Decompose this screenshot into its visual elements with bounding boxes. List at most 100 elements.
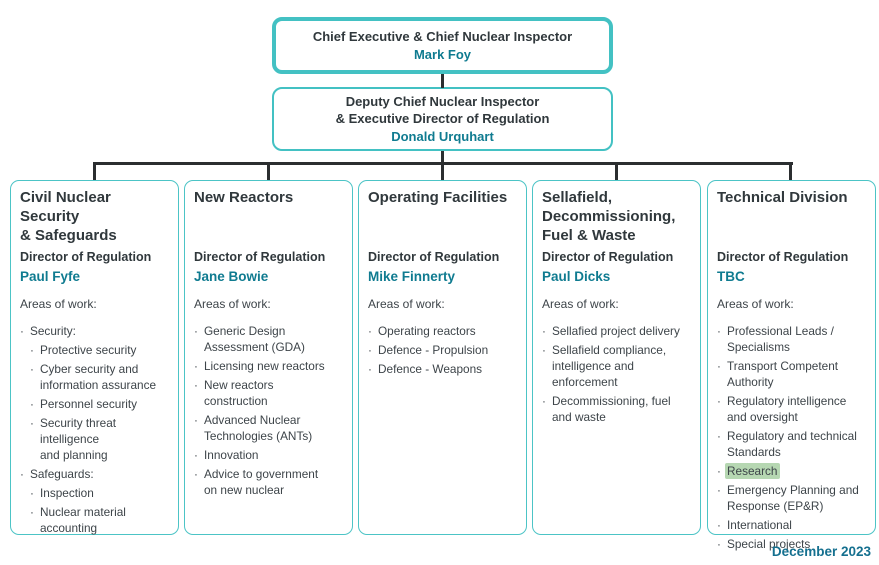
- connector-drop-3: [441, 163, 444, 181]
- bullet-icon: ·: [30, 505, 34, 520]
- areas-list: · Generic Design Assessment (GDA) · Licensi…: [194, 323, 344, 498]
- connector-drop-1: [93, 163, 96, 181]
- bullet-icon: ·: [194, 323, 198, 338]
- area-item: · Security threat intelligence and planni…: [30, 415, 170, 463]
- bullet-icon: ·: [717, 393, 721, 408]
- area-item-text: Security threat intelligence and plannin…: [40, 415, 117, 463]
- deputy-box: Deputy Chief Nuclear Inspector & Executi…: [272, 87, 613, 151]
- area-item: · Personnel security: [30, 396, 170, 412]
- area-item: ·Protective security: [30, 342, 170, 358]
- area-item: ·Sellafied project delivery: [542, 323, 692, 339]
- area-item-text: Emergency Planning and Response (EP&R): [727, 483, 859, 514]
- bullet-icon: ·: [717, 428, 721, 443]
- bullet-icon: ·: [194, 412, 198, 427]
- bullet-icon: ·: [30, 415, 34, 430]
- area-item-text: Regulatory and technical Standards: [727, 428, 857, 460]
- area-item: ·Security:: [20, 323, 170, 339]
- area-item-text: Regulatory intelligence and oversight: [727, 393, 847, 424]
- ceo-box: Chief Executive & Chief Nuclear Inspecto…: [272, 17, 613, 74]
- bullet-icon: ·: [194, 358, 198, 373]
- area-item: ·Cyber security and information assuranc…: [30, 361, 170, 393]
- bullet-icon: ·: [542, 393, 546, 408]
- bullet-icon: ·: [717, 358, 721, 373]
- ceo-title: Chief Executive & Chief Nuclear Inspecto…: [312, 28, 573, 44]
- bullet-icon: ·: [717, 518, 721, 533]
- bullet-icon: ·: [194, 377, 198, 392]
- area-item: · Innovation: [194, 447, 344, 463]
- division-card-civil-nuclear-security: Civil Nuclear Security & Safeguards Dire…: [10, 180, 179, 535]
- area-item-text: Security:: [30, 323, 76, 338]
- date-label: December 2023: [771, 544, 871, 559]
- bullet-icon: ·: [194, 448, 198, 463]
- area-item: ·Special projects: [717, 536, 867, 552]
- division-title: Technical Division: [717, 189, 848, 206]
- director-name: Mike Finnerty: [368, 269, 456, 285]
- connector-drop-5: [789, 163, 792, 181]
- areas-of-work-label: Areas of work:: [368, 296, 445, 311]
- area-item: ·Defence - Weapons: [368, 361, 518, 377]
- areas-list: ·Operating reactors·Defence - Propulsion…: [368, 323, 518, 377]
- area-item: ·Advanced Nuclear Technologies (ANTs): [194, 412, 344, 444]
- area-item-text: Professional Leads / Specialisms: [727, 323, 834, 354]
- area-item: · International: [717, 517, 867, 533]
- director-label: Director of Regulation: [368, 250, 500, 264]
- area-item: · Advice to government on new nuclear: [194, 466, 344, 498]
- connector-ceo-deputy: [441, 74, 444, 88]
- area-item: · Licensing new reactors: [194, 358, 344, 374]
- connector-drop-4: [615, 163, 618, 181]
- deputy-title: Deputy Chief Nuclear Inspector & Executi…: [335, 93, 550, 127]
- ceo-name: Mark Foy: [413, 46, 472, 62]
- area-item: ·Inspection: [30, 485, 170, 501]
- bullet-icon: ·: [20, 467, 24, 482]
- director-name: Paul Dicks: [542, 269, 611, 285]
- bullet-icon: ·: [542, 342, 546, 357]
- bullet-icon: ·: [368, 361, 372, 376]
- area-item-text: Sellafield compliance, intelligence and …: [552, 342, 667, 389]
- area-item-text: Licensing new reactors: [204, 358, 325, 373]
- area-item-text: Advice to government on new nuclear: [204, 467, 319, 498]
- area-item-text: Transport Competent Authority: [727, 358, 839, 389]
- area-item: · Regulatory intelligence and oversight: [717, 393, 867, 425]
- area-item-text: Innovation: [204, 448, 259, 463]
- bullet-icon: ·: [717, 483, 721, 498]
- deputy-name: Donald Urquhart: [391, 128, 494, 144]
- bullet-icon: ·: [30, 396, 34, 411]
- division-card-new-reactors: New Reactors Director of Regulation Jane…: [184, 180, 353, 535]
- division-title: Operating Facilities: [368, 189, 508, 206]
- bullet-icon: ·: [30, 361, 34, 376]
- area-item-text: Inspection: [40, 486, 94, 501]
- area-item: · Transport Competent Authority: [717, 358, 867, 390]
- area-item: · Professional Leads / Specialisms: [717, 323, 867, 355]
- areas-of-work-label: Areas of work:: [542, 296, 619, 311]
- areas-list: ·Sellafied project delivery · Sellafield c…: [542, 323, 692, 425]
- area-item: · Generic Design Assessment (GDA): [194, 323, 344, 355]
- area-item: · New reactors construction: [194, 377, 344, 409]
- areas-of-work-label: Areas of work:: [194, 296, 271, 311]
- director-name: Jane Bowie: [194, 269, 269, 285]
- bullet-icon: ·: [194, 467, 198, 482]
- division-title: New Reactors: [194, 189, 294, 206]
- area-item: · Nuclear material accounting: [30, 504, 170, 536]
- bullet-icon: ·: [717, 464, 721, 479]
- director-label: Director of Regulation: [194, 250, 326, 264]
- division-card-sellafield-decommissioning: Sellafield, Decommissioning, Fuel & Wast…: [532, 180, 701, 535]
- connector-deputy-stem: [441, 151, 444, 163]
- director-label: Director of Regulation: [20, 250, 152, 264]
- area-item-text: Special projects: [727, 537, 811, 552]
- bullet-icon: ·: [717, 323, 721, 338]
- area-item-text: Generic Design Assessment (GDA): [204, 323, 305, 354]
- area-item-text: Protective security: [40, 342, 137, 357]
- area-item-text: New reactors construction: [204, 377, 274, 408]
- area-item-text: Personnel security: [40, 396, 138, 411]
- bullet-icon: ·: [368, 323, 372, 338]
- area-item-text: Research: [725, 463, 780, 480]
- division-title: Civil Nuclear Security & Safeguards: [20, 189, 117, 244]
- areas-list: · Professional Leads / Specialisms · Transp…: [717, 323, 867, 552]
- bullet-icon: ·: [368, 342, 372, 357]
- area-item-text: Nuclear material accounting: [40, 505, 126, 536]
- areas-of-work-label: Areas of work:: [20, 296, 97, 311]
- division-title: Sellafield, Decommissioning, Fuel & Wast…: [542, 189, 676, 244]
- area-item-text: International: [727, 518, 792, 533]
- area-item-text: Defence - Propulsion: [378, 342, 489, 357]
- areas-list: ·Security:·Protective security·Cyber sec…: [20, 323, 170, 536]
